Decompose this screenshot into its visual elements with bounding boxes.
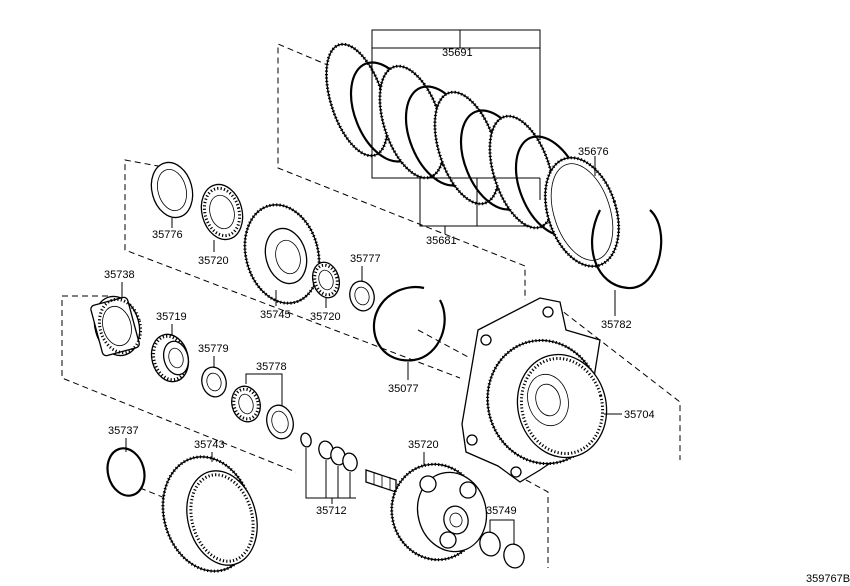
label-35743: 35743 — [194, 439, 225, 451]
part-labels: 35691 35676 35681 35782 35776 35720 3574… — [104, 47, 850, 585]
label-35778: 35778 — [256, 361, 287, 373]
leader-lines-35691 — [371, 29, 616, 316]
label-35719: 35719 — [156, 311, 187, 323]
leader-35778 — [245, 373, 283, 406]
label-35077: 35077 — [388, 383, 419, 395]
clutch-drum-35704[interactable] — [461, 297, 618, 483]
thrust-bearing-35720-middle[interactable] — [309, 259, 343, 301]
label-35720-middle: 35720 — [310, 311, 341, 323]
clutch-plate-stack[interactable] — [314, 37, 631, 276]
bearing-washer-set-35778[interactable] — [228, 383, 297, 442]
piston-35745[interactable] — [234, 196, 329, 311]
diagram-id: 359767B — [806, 573, 850, 585]
thrust-washer-35779[interactable] — [199, 364, 230, 399]
label-35738: 35738 — [104, 269, 135, 281]
label-35749: 35749 — [486, 505, 517, 517]
planetary-carrier-35720[interactable] — [365, 454, 495, 570]
label-35712: 35712 — [316, 505, 347, 517]
assembly-guide-lines — [61, 43, 681, 568]
label-35737: 35737 — [108, 425, 139, 437]
label-35704: 35704 — [624, 409, 655, 421]
one-way-clutch-35719[interactable] — [146, 330, 193, 386]
snap-ring-35782[interactable] — [591, 209, 663, 290]
seal-rings-35749[interactable] — [477, 530, 527, 570]
label-35676: 35676 — [578, 146, 609, 158]
thrust-washer-35777[interactable] — [347, 278, 378, 313]
label-35777: 35777 — [350, 253, 381, 265]
leader-35712 — [305, 448, 356, 504]
label-35779: 35779 — [198, 343, 229, 355]
ring-gear-35743[interactable] — [150, 447, 267, 582]
hub-35738[interactable] — [88, 291, 146, 360]
thrust-washer-35776[interactable] — [145, 158, 198, 222]
seal-rings-35712[interactable] — [299, 432, 359, 473]
label-35776: 35776 — [152, 229, 183, 241]
label-35782: 35782 — [601, 319, 632, 331]
snap-ring-35737[interactable] — [102, 444, 149, 500]
thrust-bearing-35720-upper[interactable] — [195, 180, 248, 244]
label-35720-upper: 35720 — [198, 255, 229, 267]
label-35691: 35691 — [442, 47, 473, 59]
label-35745: 35745 — [260, 309, 291, 321]
label-35720-lower: 35720 — [408, 439, 439, 451]
label-35681: 35681 — [426, 235, 457, 247]
snap-ring-35077[interactable] — [372, 286, 446, 362]
leader-35749 — [489, 519, 515, 544]
